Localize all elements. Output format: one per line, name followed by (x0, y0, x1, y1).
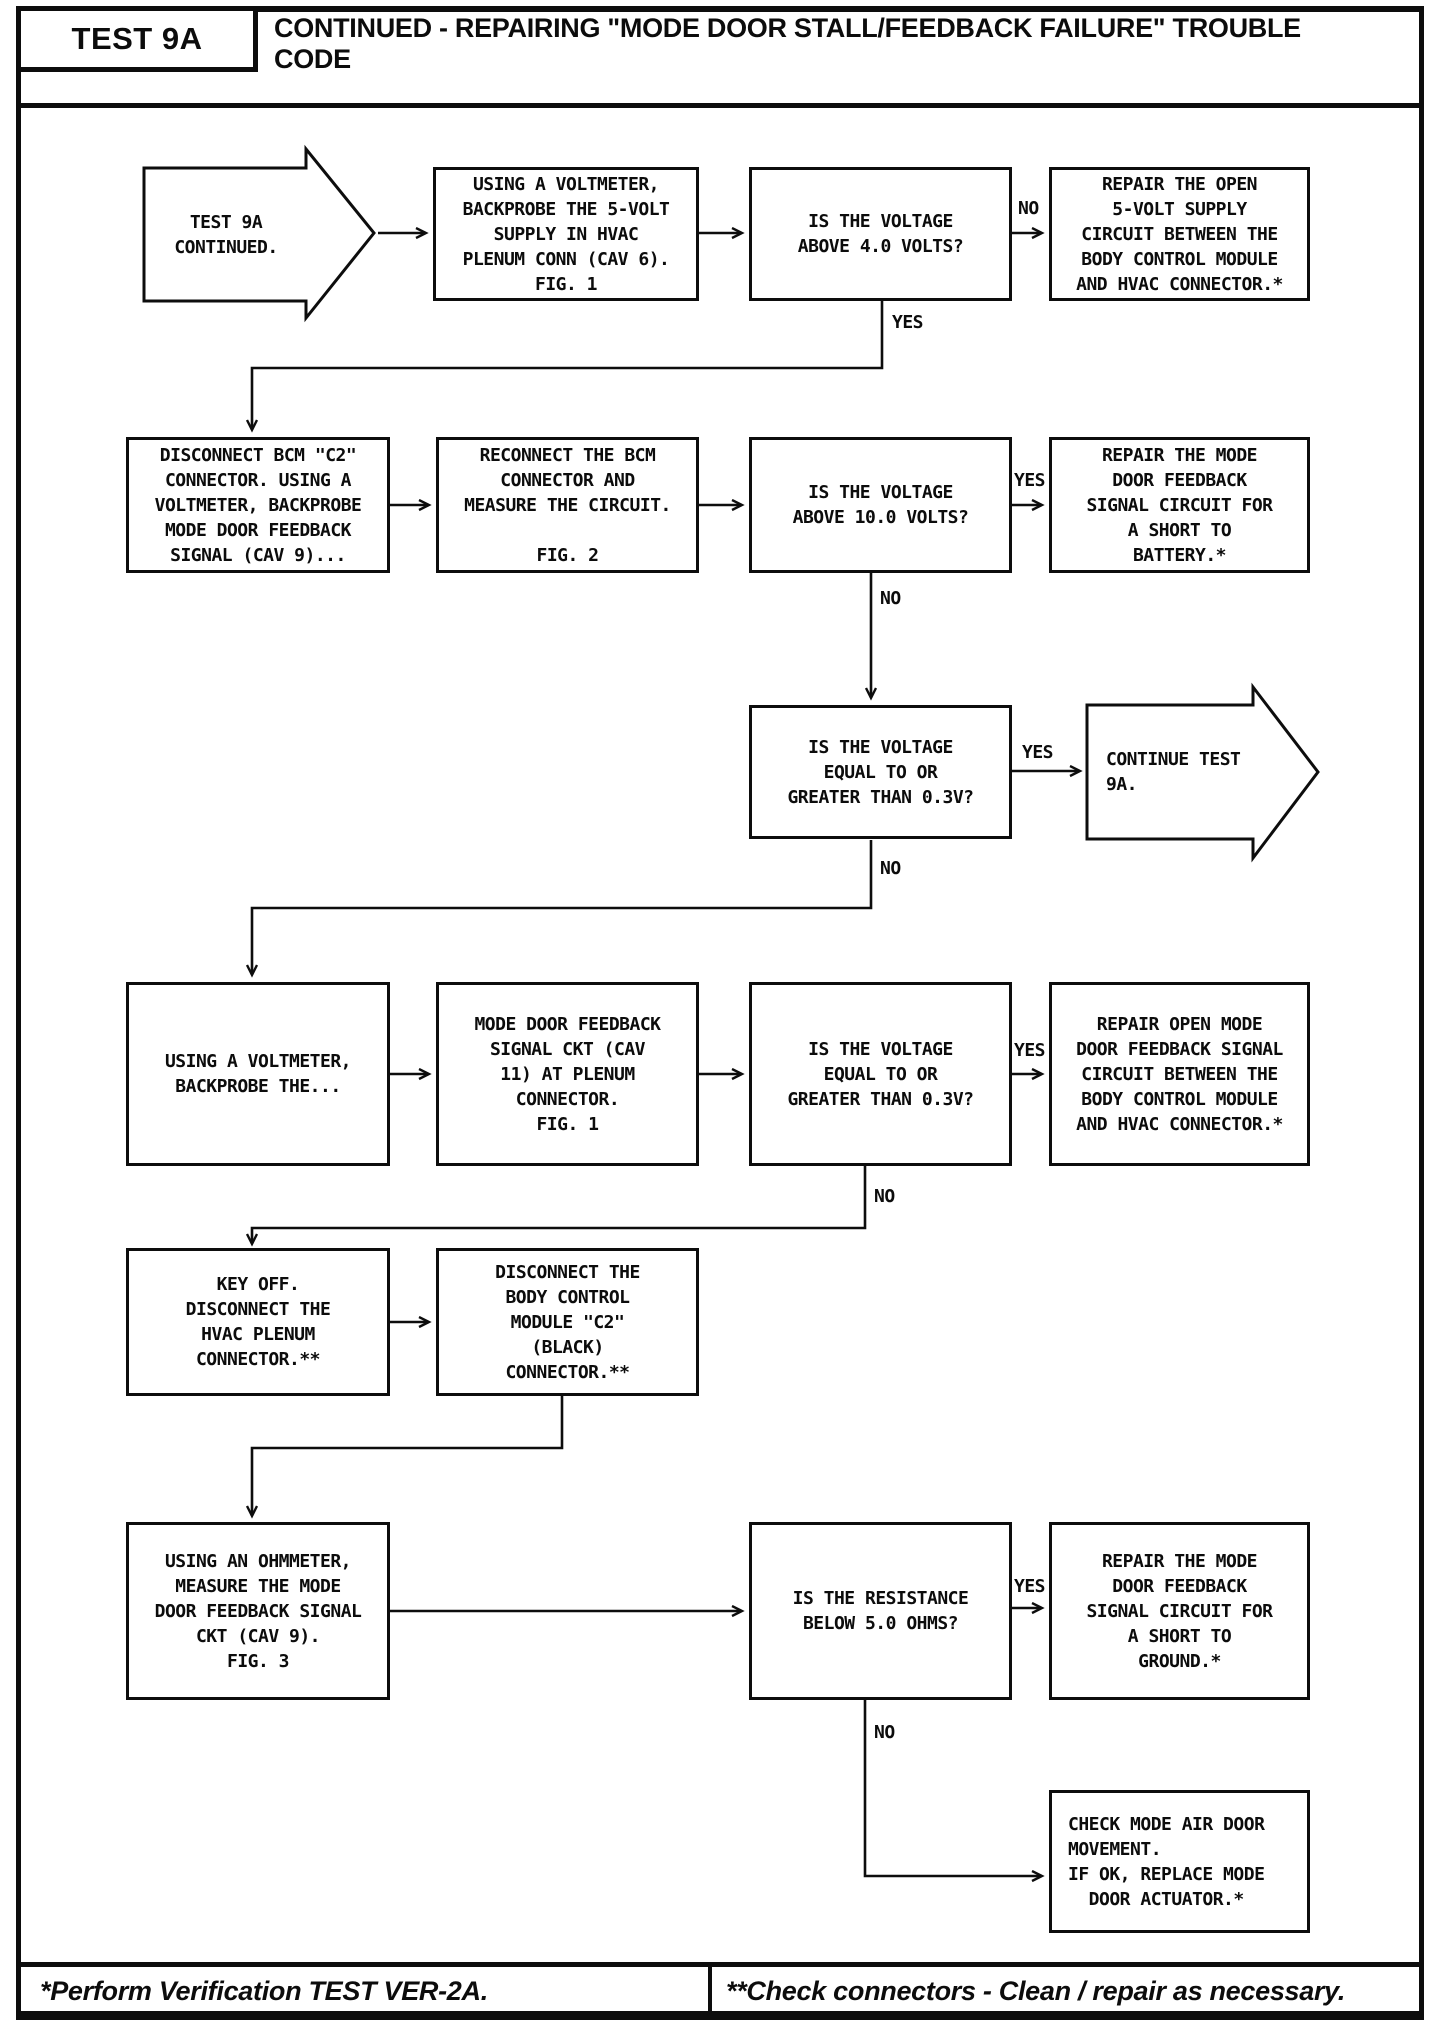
node-key-off-disconnect-plenum: KEY OFF. DISCONNECT THE HVAC PLENUM CONN… (126, 1248, 390, 1396)
continue-arrow-shape (1085, 682, 1320, 863)
node-check-mode-air-door: CHECK MODE AIR DOOR MOVEMENT. IF OK, REP… (1049, 1790, 1310, 1933)
node-backprobe-the: USING A VOLTMETER, BACKPROBE THE... (126, 982, 390, 1166)
node-continue-test-9a: CONTINUE TEST 9A. (1106, 749, 1241, 795)
label-yes-3: YES (1022, 742, 1054, 763)
footer-cell-divider (708, 1962, 712, 2018)
page-title: CONTINUED - REPAIRING "MODE DOOR STALL/F… (274, 13, 1404, 75)
footer-note-verification: *Perform Verification TEST VER-2A. (40, 1976, 488, 2006)
node-repair-open-mode-door-circuit: REPAIR OPEN MODE DOOR FEEDBACK SIGNAL CI… (1049, 982, 1310, 1166)
decision-voltage-gte-03v-1: IS THE VOLTAGE EQUAL TO OR GREATER THAN … (749, 705, 1012, 839)
label-yes-4: YES (1014, 1040, 1046, 1061)
decision-voltage-gte-03v-2: IS THE VOLTAGE EQUAL TO OR GREATER THAN … (749, 982, 1012, 1166)
label-no-4: NO (874, 1186, 895, 1207)
node-repair-short-to-ground: REPAIR THE MODE DOOR FEEDBACK SIGNAL CIR… (1049, 1522, 1310, 1700)
test-id-label: TEST 9A (71, 21, 203, 56)
start-arrow-shape (142, 144, 376, 323)
node-backprobe-5v-supply: USING A VOLTMETER, BACKPROBE THE 5-VOLT … (433, 167, 699, 301)
decision-voltage-above-10v: IS THE VOLTAGE ABOVE 10.0 VOLTS? (749, 437, 1012, 573)
test-id-box: TEST 9A (16, 6, 258, 72)
label-yes-1: YES (892, 312, 924, 333)
page-title-line2: CODE (274, 44, 351, 74)
page-border (16, 6, 1424, 2020)
footer-note-connectors: **Check connectors - Clean / repair as n… (726, 1976, 1346, 2006)
footer-divider (16, 1962, 1424, 1967)
label-no-6: NO (874, 1722, 895, 1743)
decision-resistance-below-5-ohms: IS THE RESISTANCE BELOW 5.0 OHMS? (749, 1522, 1012, 1700)
node-ohmmeter-measure: USING AN OHMMETER, MEASURE THE MODE DOOR… (126, 1522, 390, 1700)
node-reconnect-bcm: RECONNECT THE BCM CONNECTOR AND MEASURE … (436, 437, 699, 573)
label-no-3: NO (880, 858, 901, 879)
label-yes-6: YES (1014, 1576, 1046, 1597)
label-yes-2: YES (1014, 470, 1046, 491)
page-title-line1: CONTINUED - REPAIRING "MODE DOOR STALL/F… (274, 13, 1301, 43)
node-repair-short-to-battery: REPAIR THE MODE DOOR FEEDBACK SIGNAL CIR… (1049, 437, 1310, 573)
label-no-2: NO (880, 588, 901, 609)
node-mode-door-feedback-ckt: MODE DOOR FEEDBACK SIGNAL CKT (CAV 11) A… (436, 982, 699, 1166)
node-disconnect-bcm-c2: DISCONNECT BCM "C2" CONNECTOR. USING A V… (126, 437, 390, 573)
label-no-1: NO (1018, 198, 1039, 219)
node-start: TEST 9A CONTINUED. (174, 211, 278, 258)
node-disconnect-bcm-c2-black: DISCONNECT THE BODY CONTROL MODULE "C2" … (436, 1248, 699, 1396)
decision-voltage-above-4v: IS THE VOLTAGE ABOVE 4.0 VOLTS? (749, 167, 1012, 301)
header-divider (16, 103, 1424, 108)
node-repair-open-5v-circuit: REPAIR THE OPEN 5-VOLT SUPPLY CIRCUIT BE… (1049, 167, 1310, 301)
